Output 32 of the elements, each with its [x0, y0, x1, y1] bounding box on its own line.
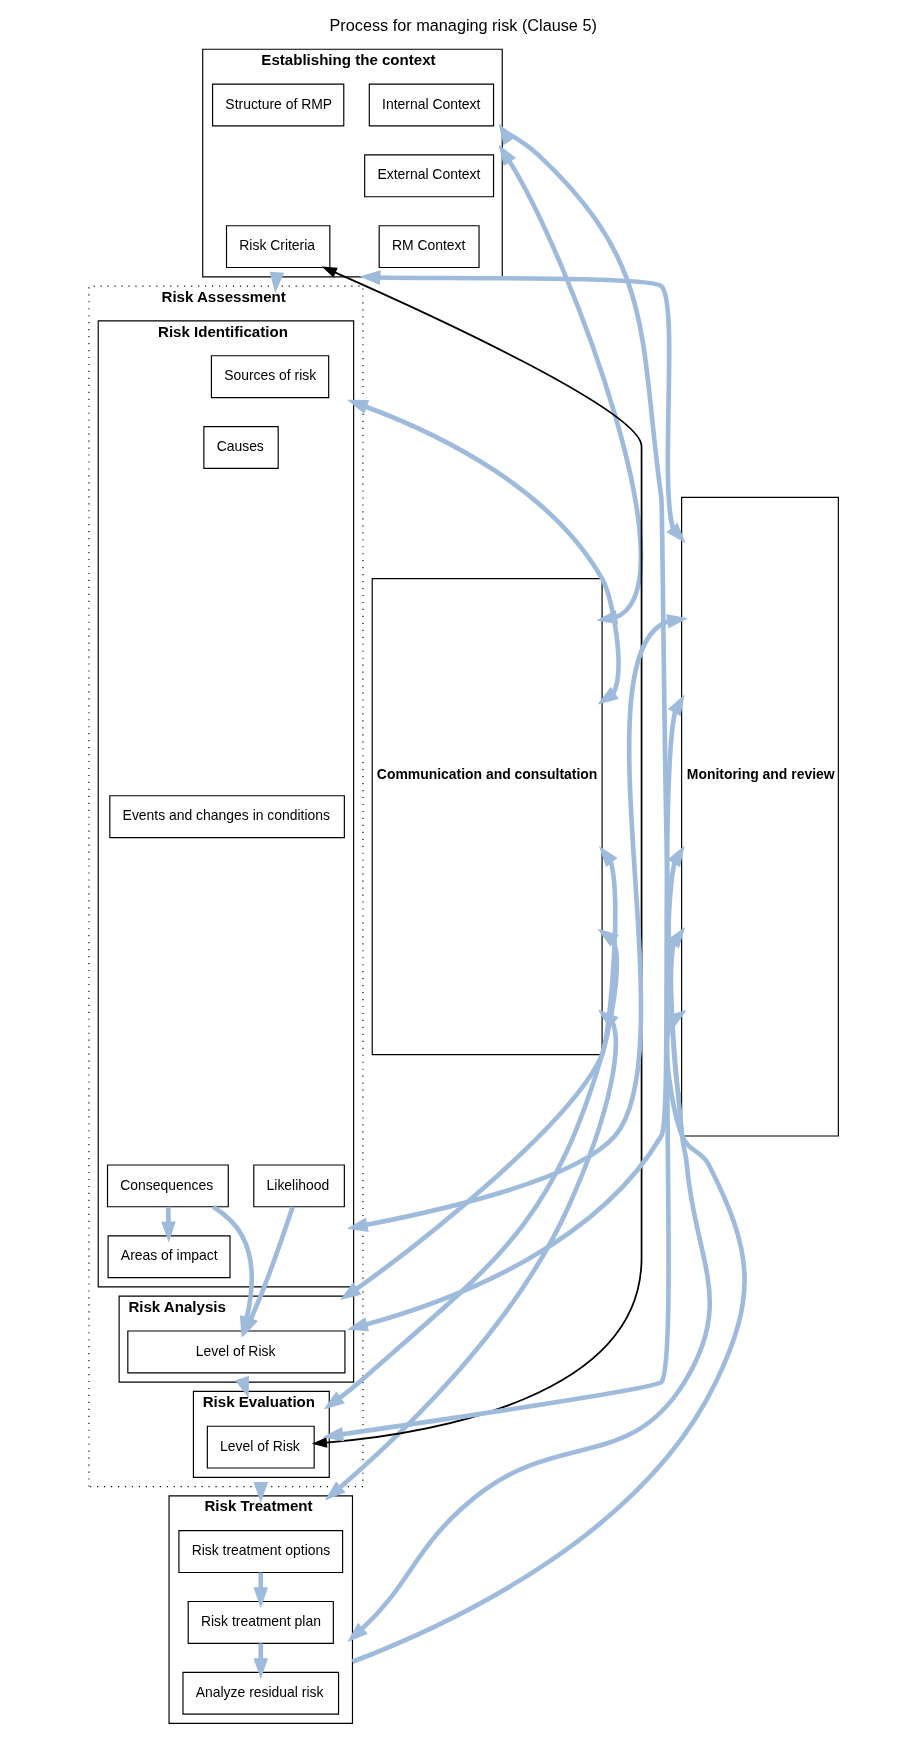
- node-box: Risk Criteria: [225, 225, 331, 269]
- node-box: Likelihood: [253, 1164, 345, 1208]
- node-box: Level of Risk: [206, 1425, 315, 1469]
- arrow: [242, 1206, 295, 1338]
- arrow: [161, 1206, 176, 1243]
- arrow: [253, 1643, 269, 1680]
- arrow: [324, 1009, 619, 1501]
- arrow: [359, 270, 686, 544]
- node-box: Internal Context: [368, 83, 495, 127]
- node-box: Areas of impact: [107, 1235, 231, 1279]
- arrow: [339, 845, 618, 1301]
- node-box: Events and changes in conditions: [109, 795, 345, 839]
- node-box: RM Context: [378, 225, 480, 269]
- arrow: [311, 266, 643, 1448]
- node-box: Level of Risk: [127, 1330, 346, 1374]
- node-box: Sources of risk: [210, 355, 330, 399]
- arrow: [347, 927, 712, 1643]
- arrow: [269, 271, 285, 294]
- node-box: Analyze residual risk: [182, 1671, 340, 1715]
- arrow: [323, 928, 620, 1410]
- node-box: External Context: [364, 154, 495, 198]
- node-box: Risk treatment options: [178, 1530, 344, 1574]
- node-box: Communication and consultation: [371, 578, 603, 1056]
- arrow: [253, 1572, 269, 1609]
- arrow: [498, 123, 684, 1097]
- node-box: Risk treatment plan: [187, 1600, 334, 1644]
- node-box: Structure of RMP: [212, 83, 345, 127]
- node-box: Monitoring and review: [681, 496, 839, 1137]
- arrow: [253, 1481, 269, 1503]
- diagram-title: Process for managing risk (Clause 5): [329, 15, 597, 34]
- node-box: Consequences: [106, 1164, 229, 1208]
- node-box: Causes: [203, 426, 279, 469]
